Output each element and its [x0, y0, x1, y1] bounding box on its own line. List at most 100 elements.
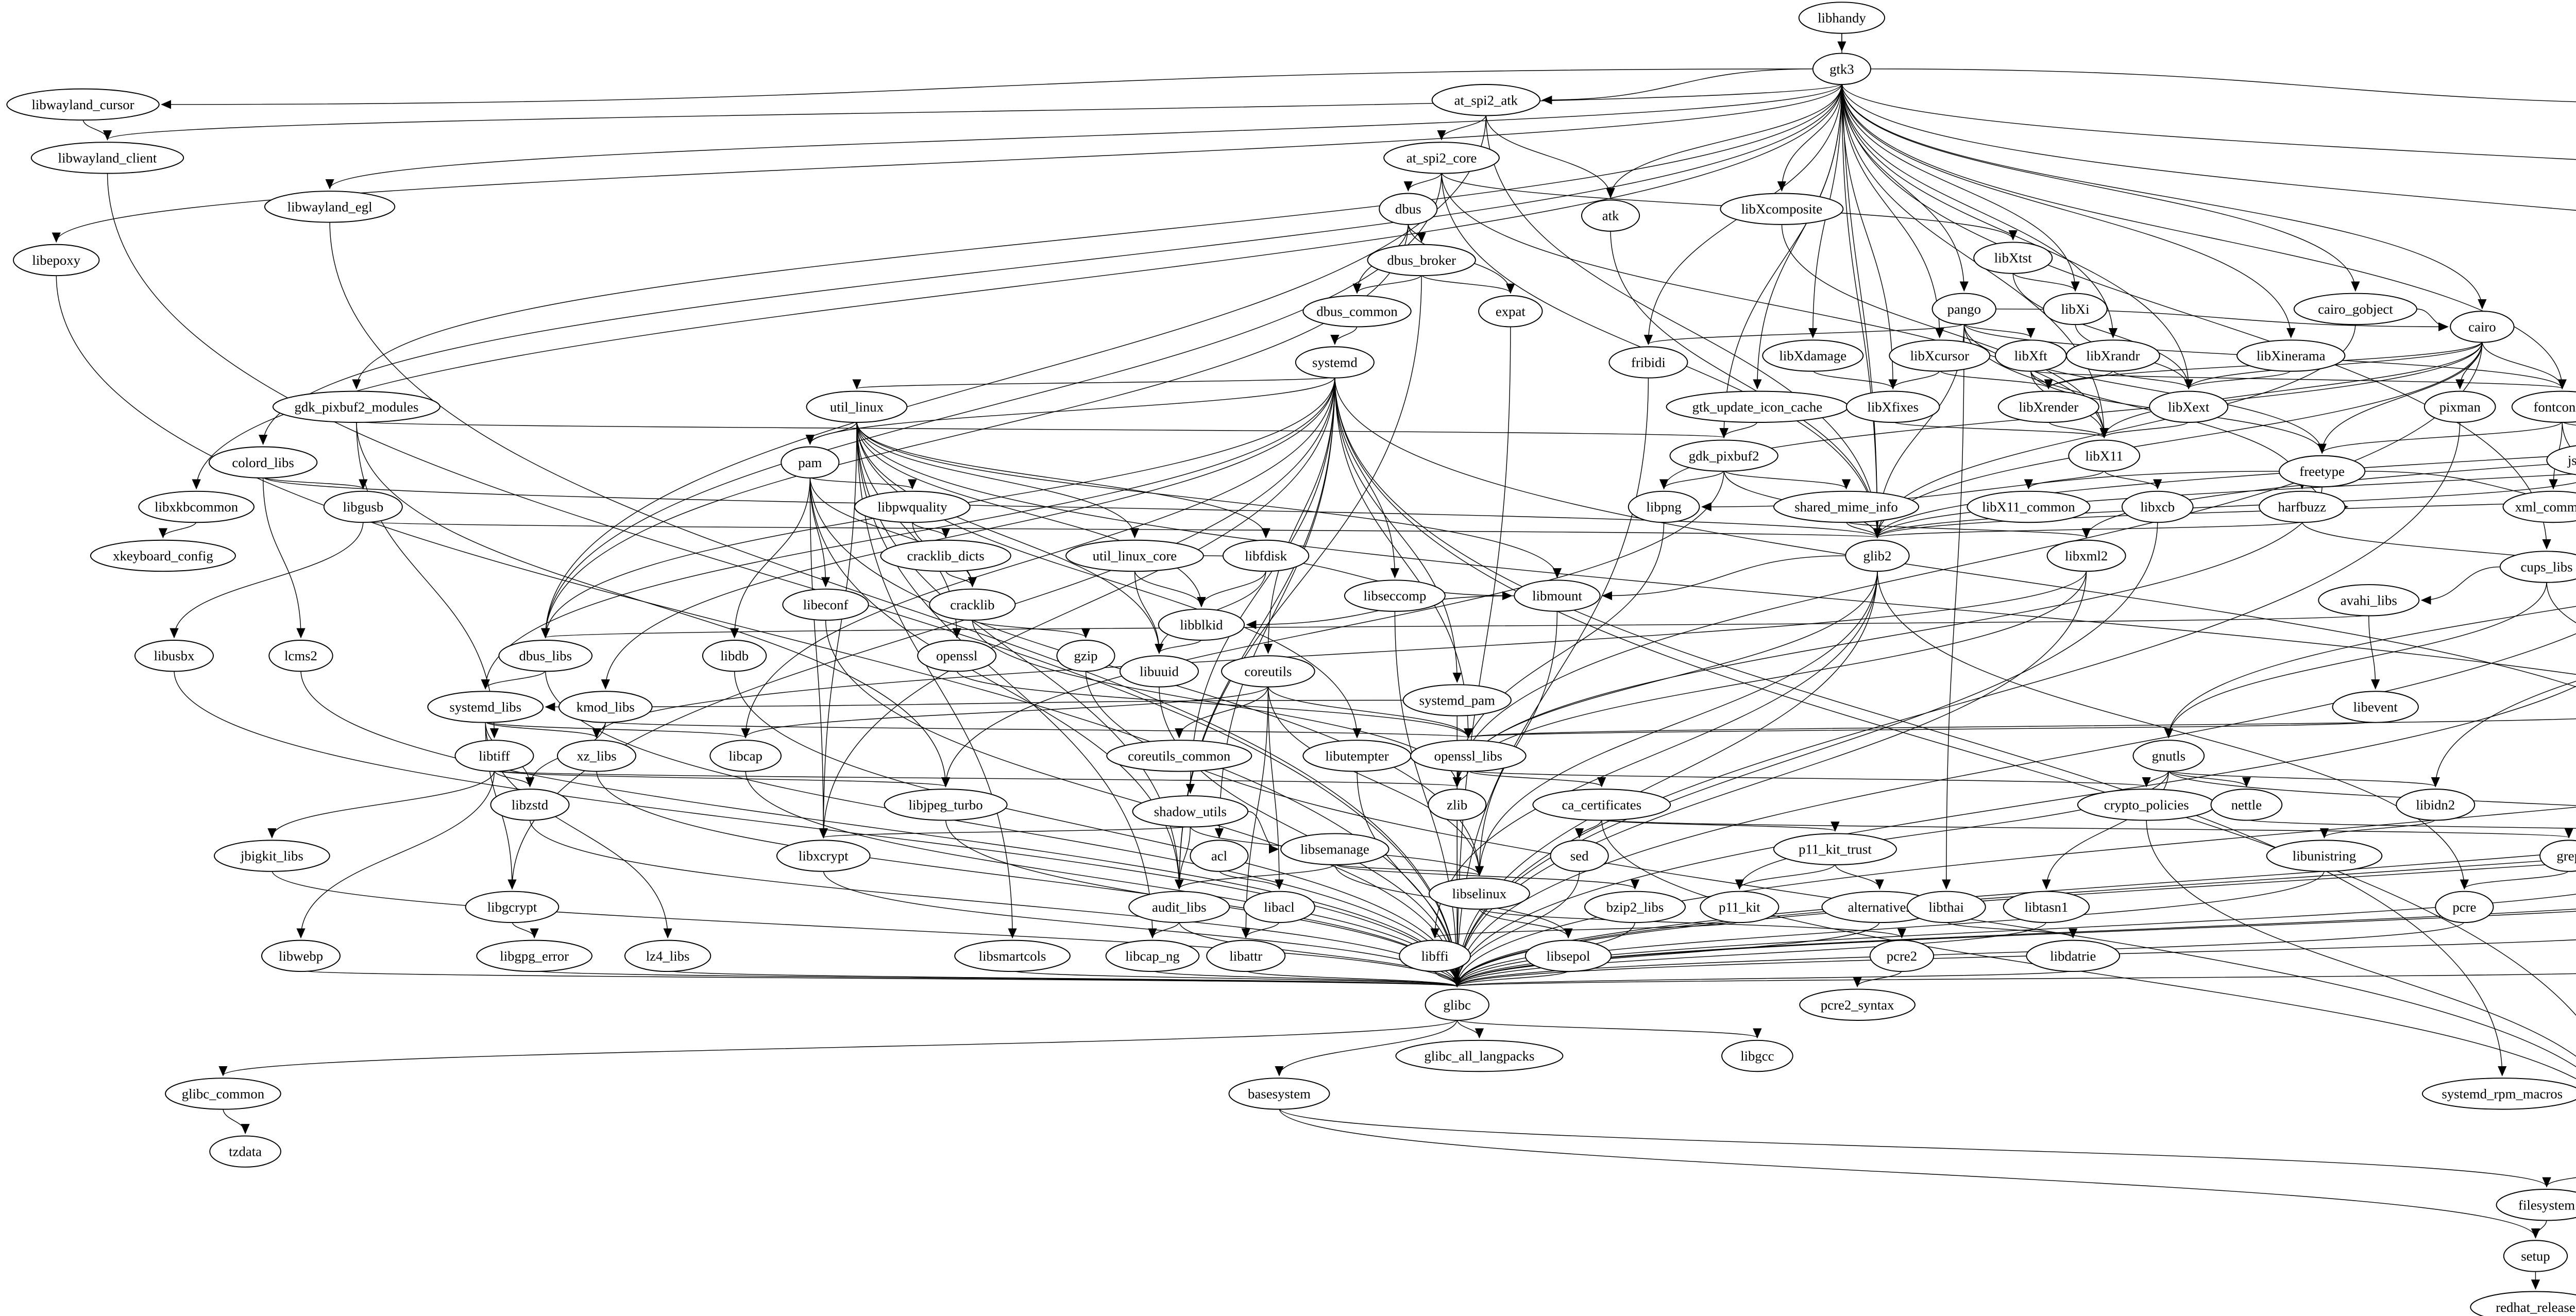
- node-ellipse-systemd: [1295, 346, 1375, 379]
- edge-util_linux-pam: [805, 421, 857, 446]
- edge-libdatrie-glibc: [1453, 970, 2074, 988]
- edge-gtk3-libX11: [1841, 83, 2109, 439]
- edge-nettle-gmp: [2246, 818, 2576, 829]
- edge-ca_certificates-p11_kit_trust: [1601, 818, 1839, 832]
- edge-openssl_libs-ca_certificates: [1468, 770, 1606, 788]
- node-label-libXdamage: libXdamage: [1779, 348, 1846, 364]
- edge-libgusb-glib2: [363, 521, 1880, 539]
- edge-glibc-glibc_all_langpacks: [1456, 1019, 1484, 1039]
- node-libgusb: libgusb: [323, 490, 403, 523]
- node-label-libxml2: libxml2: [2065, 548, 2108, 563]
- edge-gnutls-p11_kit: [1735, 770, 2170, 890]
- node-label-libXrender: libXrender: [2019, 399, 2078, 415]
- node-label-p11_kit: p11_kit: [1719, 899, 1760, 915]
- node-p11_kit_trust: p11_kit_trust: [1773, 833, 1897, 865]
- node-label-jbigkit_libs: jbigkit_libs: [240, 848, 303, 864]
- edge-gtk3-colord_libs: [259, 83, 1842, 446]
- node-lcms2: lcms2: [268, 640, 333, 672]
- node-ellipse-gnutls: [2132, 740, 2205, 772]
- node-label-json_glib: json_glib: [2567, 452, 2576, 468]
- node-freetype: freetype: [2278, 455, 2366, 488]
- node-label-cairo: cairo: [2468, 319, 2496, 334]
- node-ellipse-at_spi2_core: [1383, 142, 1500, 174]
- node-coreutils_common: coreutils_common: [1106, 740, 1252, 772]
- edge-fontconfig-langpacks_core_font_en: [2562, 421, 2576, 426]
- node-label-libgpg_error: libgpg_error: [500, 948, 569, 964]
- node-util_linux_core: util_linux_core: [1065, 539, 1204, 572]
- edge-gnutls-gmp: [2168, 770, 2576, 806]
- node-libgcc: libgcc: [1721, 1039, 1793, 1072]
- node-json_glib: json_glib: [2546, 445, 2576, 475]
- node-ellipse-libpwquality: [854, 490, 971, 523]
- edge-pango-libXft: [1963, 323, 2036, 338]
- edge-glib_networking-gnutls: [2164, 606, 2576, 739]
- node-label-libwayland_client: libwayland_client: [58, 150, 157, 165]
- node-label-xz_libs: xz_libs: [577, 748, 616, 763]
- node-label-libgusb: libgusb: [343, 499, 383, 515]
- edge-at_spi2_core-dbus: [1403, 172, 1442, 192]
- node-ellipse-libwayland_cursor: [6, 88, 160, 121]
- edge-coreutils-libcap: [741, 686, 1269, 739]
- node-label-pam: pam: [798, 455, 822, 470]
- node-ellipse-fontconfig: [2511, 390, 2576, 423]
- edge-gtk3-libtracker_sparql: [1841, 83, 2576, 211]
- edge-gtk3-libXfixes: [1841, 83, 1897, 390]
- edge-pam-libeconf: [809, 476, 831, 588]
- edge-util_linux-readline: [856, 421, 2576, 675]
- node-label-lz4_libs: lz4_libs: [646, 948, 690, 964]
- edge-libXdamage-libXfixes: [1812, 370, 1897, 390]
- node-label-libXext: libXext: [2168, 399, 2210, 415]
- node-alternatives: alternatives: [1821, 891, 1938, 924]
- edge-libgcrypt-libgpg_error: [512, 921, 539, 939]
- node-ellipse-sed: [1550, 840, 1609, 872]
- node-label-libidn2: libidn2: [2416, 797, 2455, 812]
- node-ellipse-lz4_libs: [624, 939, 711, 972]
- node-libxml2: libxml2: [2046, 539, 2126, 572]
- node-label-dbus_broker: dbus_broker: [1387, 252, 1456, 268]
- node-ellipse-grep: [2539, 840, 2576, 872]
- node-label-libwayland_egl: libwayland_egl: [287, 199, 372, 214]
- node-ellipse-dbus: [1379, 193, 1438, 225]
- node-label-at_spi2_atk: at_spi2_atk: [1454, 92, 1518, 108]
- edge-jbigkit_libs-glibc: [272, 870, 1462, 988]
- node-ellipse-pango: [1931, 293, 1996, 326]
- node-setup: setup: [2503, 1240, 2568, 1272]
- node-label-kmod_libs: kmod_libs: [577, 699, 635, 715]
- edge-libzstd-glibc: [529, 819, 1462, 988]
- edge-cairo_gobject-cairo: [2416, 309, 2449, 332]
- edge-gdk_pixbuf2-libjpeg_turbo: [941, 470, 1724, 788]
- node-gzip: gzip: [1056, 640, 1115, 672]
- node-label-atk: atk: [1602, 208, 1619, 224]
- node-libunistring: libunistring: [2266, 840, 2383, 872]
- node-label-pcre2: pcre2: [1887, 948, 1917, 964]
- edge-cairo-libX11: [2099, 341, 2483, 439]
- edge-bash-filesystem: [2542, 1177, 2576, 1188]
- edge-cups_libs-krb5_libs: [2546, 581, 2576, 623]
- node-ellipse-libXdamage: [1762, 339, 1864, 372]
- edge-gdk_pixbuf2_modules-libtiff: [356, 421, 499, 739]
- node-label-libXcursor: libXcursor: [1910, 348, 1969, 364]
- node-ellipse-gdk_pixbuf2_modules: [272, 390, 440, 423]
- edge-at_spi2_atk-at_spi2_core: [1437, 114, 1487, 141]
- node-ellipse-libX11: [2068, 439, 2141, 472]
- node-ellipse-libdatrie: [2026, 939, 2121, 972]
- node-label-libacl: libacl: [1264, 899, 1294, 915]
- node-label-libepoxy: libepoxy: [32, 252, 80, 268]
- edge-systemd-libxcrypt: [819, 377, 1335, 839]
- node-label-libgcc: libgcc: [1740, 1048, 1774, 1064]
- node-util_linux: util_linux: [806, 390, 908, 423]
- node-jbigkit_libs: jbigkit_libs: [214, 840, 330, 872]
- node-glibc_all_langpacks: glibc_all_langpacks: [1395, 1039, 1564, 1072]
- edge-gtk3-at_spi2_atk: [1541, 69, 1813, 105]
- node-ellipse-libXcomposite: [1720, 193, 1844, 225]
- node-libX11_common: libX11_common: [1967, 490, 2091, 523]
- edge-libusbx-glibc: [174, 670, 1462, 988]
- node-ellipse-libeconf: [782, 588, 869, 621]
- node-label-dbus_common: dbus_common: [1316, 303, 1398, 319]
- edge-libxml2-xz_libs: [592, 570, 2087, 739]
- node-pcre2_syntax: pcre2_syntax: [1799, 988, 1916, 1021]
- node-ellipse-glibc: [1425, 988, 1489, 1021]
- node-label-dbus: dbus: [1395, 201, 1421, 217]
- edge-util_linux-libxcrypt: [819, 421, 857, 839]
- edge-shadow_utils-libsemanage: [1248, 811, 1279, 854]
